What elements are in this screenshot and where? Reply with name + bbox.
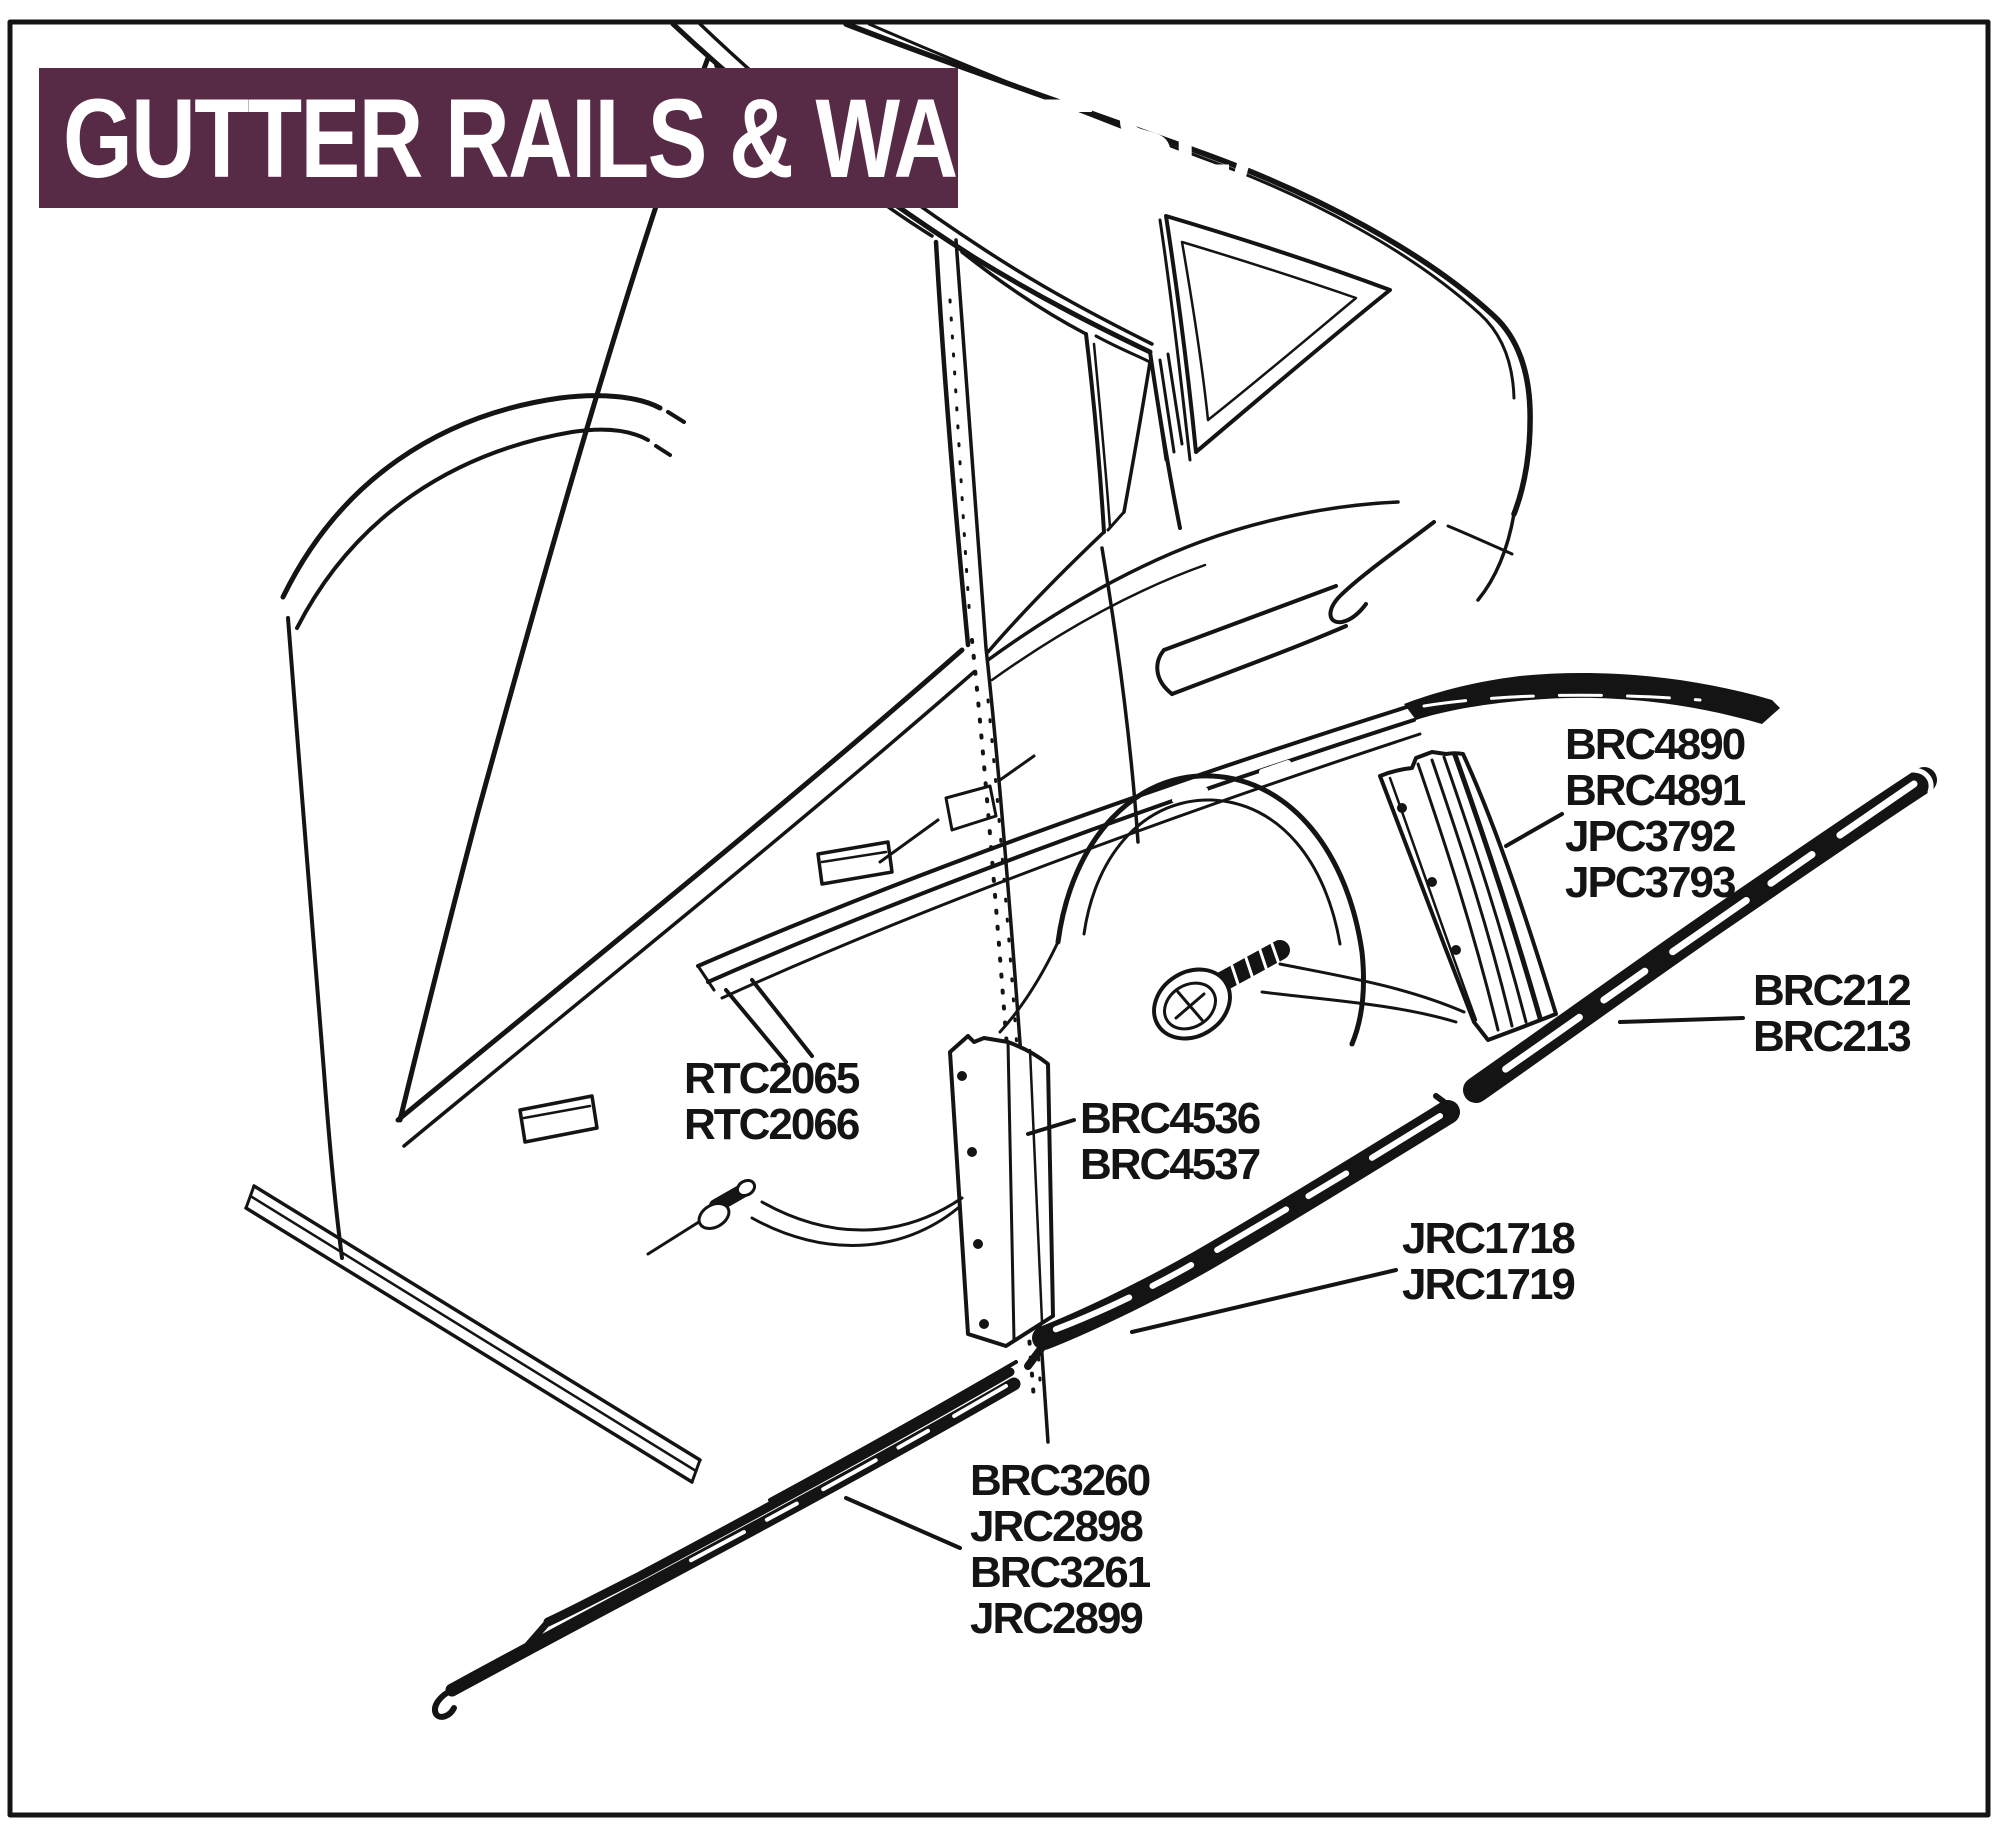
- gutter-rail-top: [696, 673, 1780, 1000]
- callout-rivet: RTC2065 RTC2066: [684, 1054, 860, 1149]
- screw-swoosh: [1260, 962, 1466, 1024]
- part-number: BRC4891: [1565, 766, 1746, 815]
- door-handle-rear: [816, 840, 894, 886]
- callout-rear-pillar-finisher: BRC4890 BRC4891 JPC3792 JPC3793: [1565, 720, 1746, 907]
- callout-mid-waist-rail: JRC1718 JRC1719: [1402, 1214, 1576, 1309]
- callout-front-waist-rail: BRC3260 JRC2898 BRC3261 JRC2899: [970, 1456, 1151, 1643]
- screw: [1152, 940, 1290, 1041]
- part-number: BRC3260: [970, 1456, 1151, 1505]
- part-number: JRC2898: [970, 1502, 1144, 1551]
- rear-pillar-finisher: [1378, 750, 1558, 1042]
- gutter-rail-rear: [1463, 767, 1937, 1103]
- page-border: [7, 19, 1991, 1818]
- part-number: BRC213: [1753, 1012, 1912, 1061]
- part-number: RTC2066: [684, 1100, 860, 1149]
- part-number: BRC3261: [970, 1548, 1151, 1597]
- part-number: BRC4537: [1080, 1140, 1261, 1189]
- door-handle-front: [518, 1094, 599, 1144]
- part-number: BRC4890: [1565, 720, 1746, 769]
- section-title-banner: GUTTER RAILS & WAIST SEALS: [39, 68, 1407, 208]
- part-number: JRC2899: [970, 1594, 1144, 1643]
- part-number: JRC1718: [1402, 1214, 1576, 1263]
- part-number: BRC4536: [1080, 1094, 1261, 1143]
- part-number: BRC212: [1753, 966, 1912, 1015]
- rivet-swoosh: [750, 1196, 964, 1247]
- front-door-waist-strip: [244, 1184, 702, 1484]
- leader-lines: [724, 812, 1745, 1550]
- car-illustration: [280, 21, 1533, 1444]
- part-number: JPC3792: [1565, 812, 1736, 861]
- part-number: JRC1719: [1402, 1260, 1576, 1309]
- part-number: JPC3793: [1565, 858, 1736, 907]
- callout-front-pillar-finisher: BRC4536 BRC4537: [1080, 1094, 1261, 1189]
- rivet: [646, 1178, 757, 1256]
- waist-rail-mid: [1024, 1093, 1460, 1370]
- waist-rail-front: [432, 1360, 1021, 1720]
- part-number: RTC2065: [684, 1054, 860, 1103]
- callout-rear-gutter-rail: BRC212 BRC213: [1753, 966, 1912, 1061]
- page-title: GUTTER RAILS & WAIST SEALS: [63, 75, 1407, 201]
- front-pillar-finisher: [948, 1034, 1055, 1348]
